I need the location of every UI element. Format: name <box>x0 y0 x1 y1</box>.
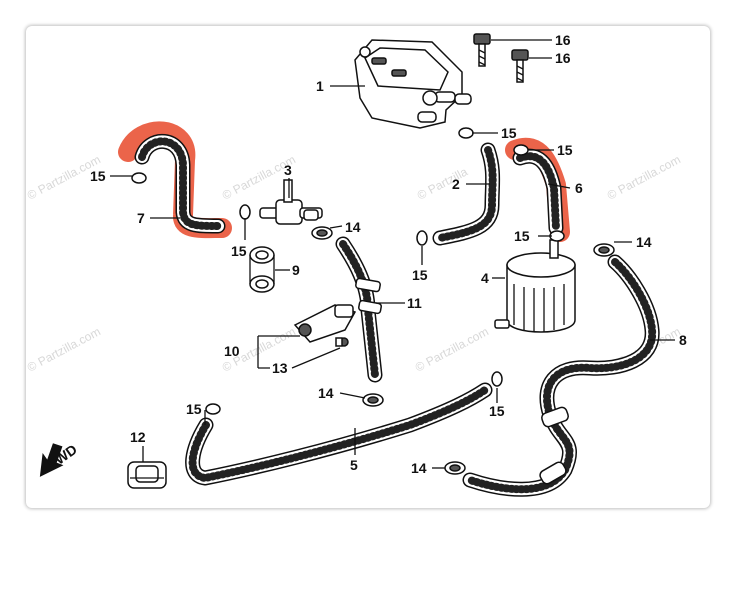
callout-8[interactable]: 8 <box>679 332 687 348</box>
callout-7[interactable]: 7 <box>137 210 145 226</box>
clamp-part-14-b[interactable] <box>593 243 615 257</box>
callout-14[interactable]: 14 <box>345 219 361 235</box>
hose-part-6[interactable] <box>512 148 564 236</box>
callout-6[interactable]: 6 <box>575 180 583 196</box>
forward-label: FWD <box>45 441 80 472</box>
callout-14[interactable]: 14 <box>411 460 427 476</box>
forward-direction-arrow <box>39 443 64 477</box>
fuel-filter-part-4[interactable] <box>494 239 576 333</box>
joint-part-3[interactable] <box>259 179 323 225</box>
callout-15[interactable]: 15 <box>489 403 505 419</box>
clamp-part-14-c[interactable] <box>362 393 384 407</box>
bolt-part-16-lower[interactable] <box>511 49 529 83</box>
holder-part-10[interactable] <box>293 304 357 343</box>
hose-part-7[interactable] <box>134 134 226 234</box>
clip-part-15-f[interactable] <box>416 230 428 246</box>
callout-14[interactable]: 14 <box>318 385 334 401</box>
fuel-pump-part-1[interactable] <box>354 39 472 129</box>
screw-part-13[interactable] <box>335 337 349 347</box>
clip-part-15-c[interactable] <box>458 127 474 139</box>
clip-part-15-g[interactable] <box>205 403 221 415</box>
callout-15[interactable]: 15 <box>90 168 106 184</box>
hose-part-11[interactable] <box>335 236 383 383</box>
callout-1[interactable]: 1 <box>316 78 324 94</box>
callout-15[interactable]: 15 <box>514 228 530 244</box>
callout-4[interactable]: 4 <box>481 270 489 286</box>
watermark-text: © Partzilla.com <box>25 324 103 374</box>
hose-part-8[interactable] <box>462 254 660 497</box>
clip-part-15-h[interactable] <box>491 371 503 387</box>
leader-lines <box>110 39 675 469</box>
clip-part-9[interactable] <box>249 246 275 293</box>
callout-11[interactable]: 11 <box>407 295 422 311</box>
clip-part-15-a[interactable] <box>131 172 147 184</box>
watermark-text: © Partzilla.com <box>605 152 683 202</box>
clip-part-15-d[interactable] <box>513 144 529 156</box>
clip-part-15-e[interactable] <box>549 230 565 242</box>
callout-16-upper[interactable]: 16 <box>555 32 571 48</box>
callout-16-lower[interactable]: 16 <box>555 50 571 66</box>
watermark-text: © Partzilla.com <box>413 324 491 374</box>
callout-12[interactable]: 12 <box>130 429 146 445</box>
callout-3[interactable]: 3 <box>284 162 292 178</box>
hose-part-2[interactable] <box>432 142 501 246</box>
callout-15[interactable]: 15 <box>186 401 202 417</box>
callout-15[interactable]: 15 <box>412 267 428 283</box>
callout-15[interactable]: 15 <box>501 125 517 141</box>
callout-5[interactable]: 5 <box>350 457 358 473</box>
callout-9[interactable]: 9 <box>292 262 300 278</box>
callout-2[interactable]: 2 <box>452 176 460 192</box>
callout-labels: 1 16 16 15 15 2 6 3 15 7 15 14 9 11 15 4… <box>90 32 687 476</box>
clip-part-12[interactable] <box>127 461 167 489</box>
callout-10[interactable]: 10 <box>224 343 240 359</box>
hose-part-5[interactable] <box>185 382 493 486</box>
callout-15[interactable]: 15 <box>557 142 573 158</box>
clamp-part-14-d[interactable] <box>444 461 466 475</box>
clip-part-15-b[interactable] <box>239 204 251 220</box>
callout-13[interactable]: 13 <box>272 360 288 376</box>
clamp-part-14-a[interactable] <box>311 226 333 240</box>
bolt-part-16-upper[interactable] <box>473 33 491 67</box>
watermark-text: © Partzilla <box>415 164 470 202</box>
callout-14[interactable]: 14 <box>636 234 652 250</box>
callout-15[interactable]: 15 <box>231 243 247 259</box>
